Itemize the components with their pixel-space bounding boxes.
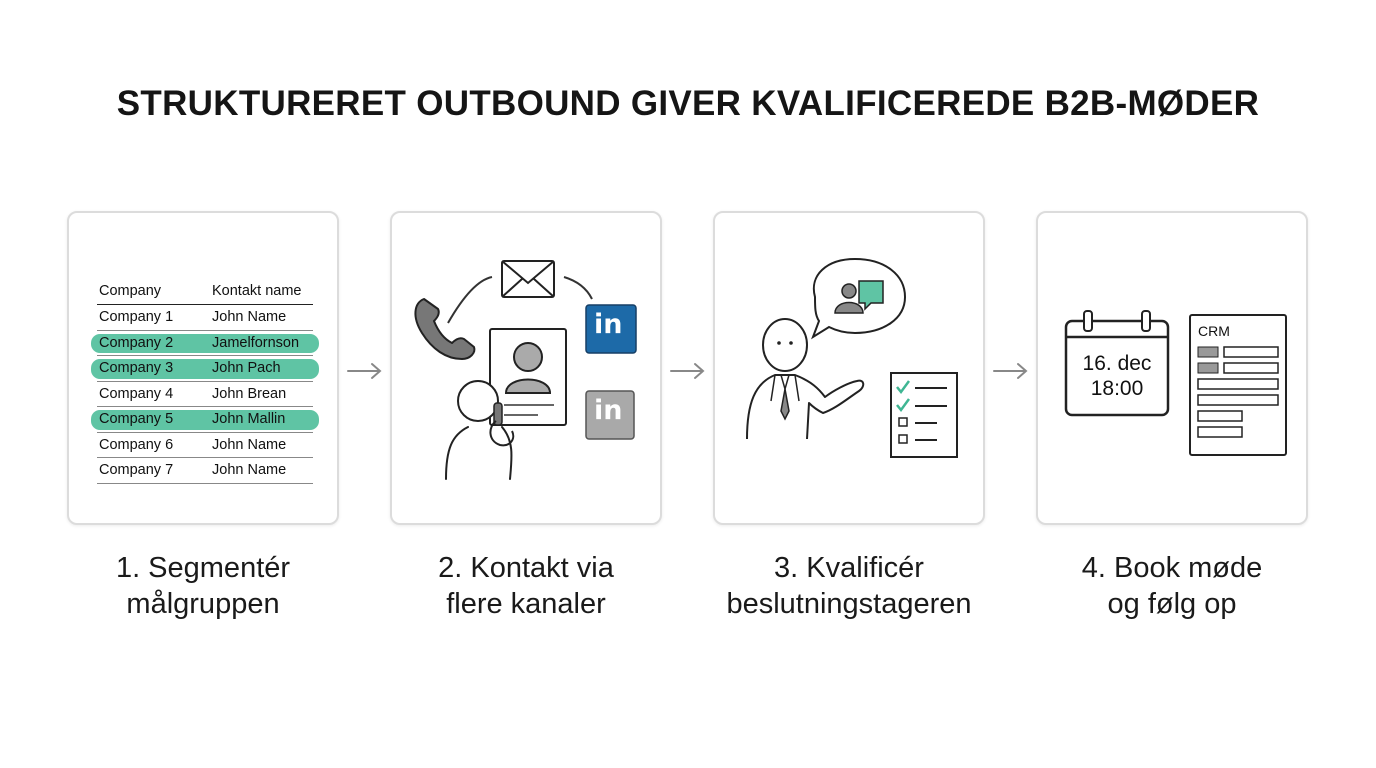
checklist-icon [890, 372, 958, 458]
cell-contact: John Pach [212, 360, 281, 376]
table-row: Company 7 John Name [97, 458, 313, 484]
cell-contact: John Mallin [212, 411, 286, 427]
step-caption-1: 1. Segmentér målgruppen [115, 552, 291, 620]
calendar-icon [1064, 310, 1170, 417]
cell-company: Company 7 [99, 462, 174, 478]
cell-company: Company 2 [99, 334, 174, 351]
calendar-time: 18:00 [1090, 377, 1144, 400]
linkedin-gray-label: in [594, 395, 623, 426]
arrow-right-icon [993, 363, 1028, 379]
table-row: Company 4 John Brean [97, 382, 313, 407]
book-panel: 16. dec 18:00 CRM [1036, 211, 1308, 525]
cell-company: Company 5 [99, 411, 174, 427]
crm-document-icon [1189, 314, 1287, 456]
businessman-icon [746, 318, 865, 440]
step-caption-4: 4. Book møde og følg op [1081, 552, 1263, 620]
cell-company: Company 3 [99, 360, 174, 376]
email-icon [501, 260, 555, 298]
table-row: Company 3 John Pach [91, 356, 319, 382]
header-company: Company [99, 283, 162, 299]
crm-label: CRM [1198, 323, 1230, 339]
cell-company: Company 4 [99, 385, 174, 402]
table-row: Company 1 John Name [97, 305, 313, 331]
cell-contact: John Name [212, 462, 287, 478]
linkedin-icon [585, 304, 637, 354]
calendar-date: 16. dec [1082, 352, 1152, 375]
arc-left [447, 276, 493, 324]
contact-card-icon [489, 328, 567, 426]
step-caption-3: 3. Kvalificér beslutningstageren [726, 552, 972, 620]
table-header: Company Kontakt name [97, 281, 313, 305]
linkedin-label: in [594, 309, 623, 340]
cell-contact: Jamelfornson [212, 334, 300, 351]
qualify-panel [713, 211, 985, 525]
channels-illustration [414, 260, 637, 480]
person-on-phone-icon [445, 380, 515, 480]
linkedin-gray-icon [585, 390, 635, 440]
arrow-right-icon [347, 363, 382, 379]
arc-right [563, 276, 593, 300]
calendar-datetime: 16. dec 18:00 [1066, 351, 1168, 401]
phone-icon [414, 298, 476, 360]
cell-contact: John Brean [212, 385, 287, 402]
table-row: Company 5 John Mallin [91, 407, 319, 433]
book-illustration [1064, 310, 1287, 456]
cell-company: Company 1 [99, 309, 174, 325]
qualify-illustration [746, 257, 958, 458]
cell-contact: John Name [212, 309, 287, 325]
channels-panel: in in [390, 211, 662, 525]
page-title: STRUKTURERET OUTBOUND GIVER KVALIFICERED… [116, 84, 1260, 123]
step-caption-2: 2. Kontakt via flere kanaler [438, 552, 614, 620]
cell-company: Company 6 [99, 436, 174, 453]
arrow-right-icon [670, 363, 705, 379]
speech-bubble-icon [811, 257, 907, 340]
cell-contact: John Name [212, 436, 287, 453]
header-contact: Kontakt name [212, 283, 302, 299]
table-row: Company 2 Jamelfornson [91, 331, 319, 356]
table-row: Company 6 John Name [97, 433, 313, 458]
